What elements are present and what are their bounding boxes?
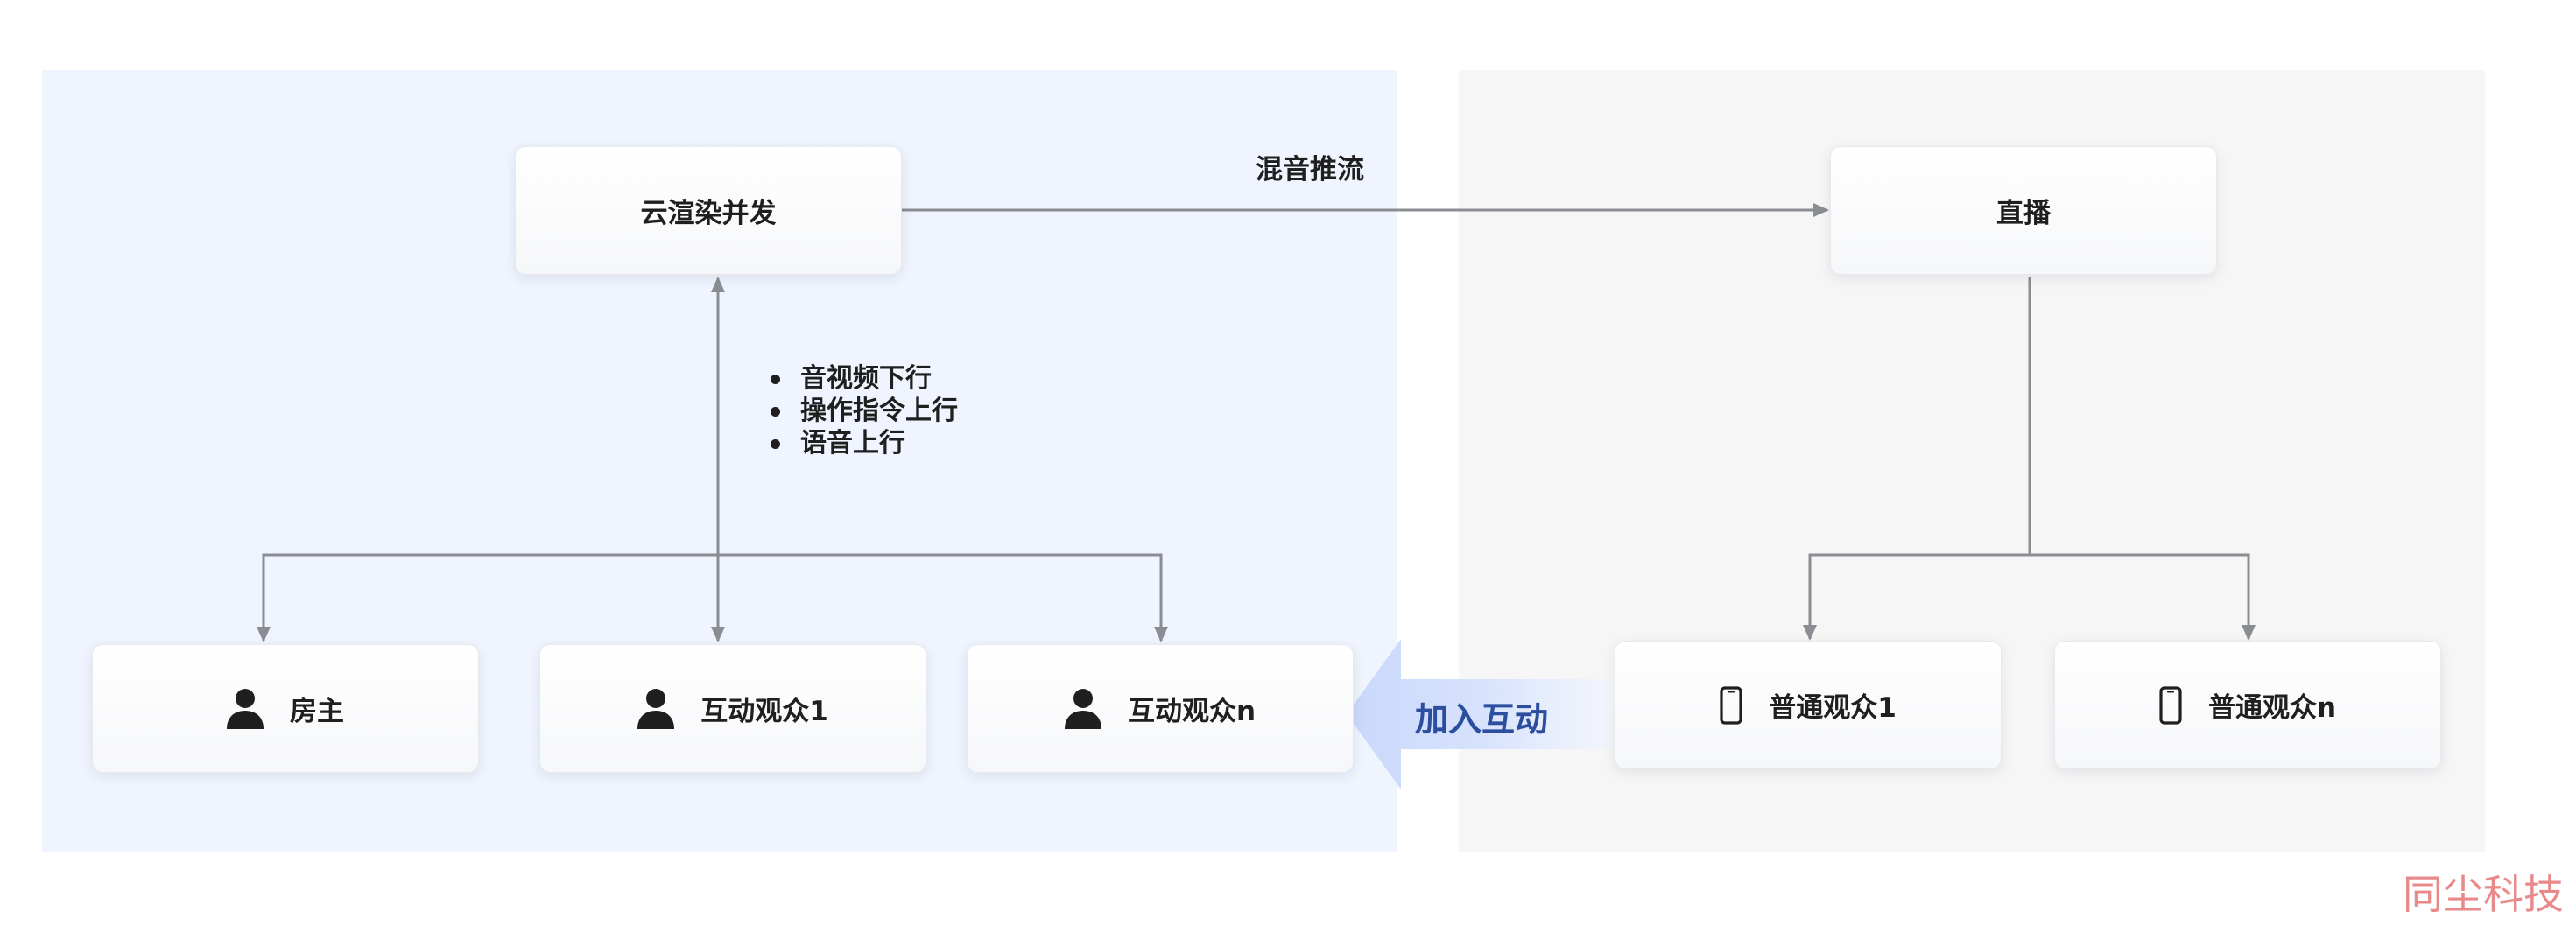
bullet-item: 音视频下行 [767, 362, 958, 395]
user-icon [227, 688, 264, 729]
transport-bullet-list: 音视频下行 操作指令上行 语音上行 [767, 362, 958, 459]
node-label: 互动观众1 [700, 696, 828, 727]
live-node: 直播 [1830, 146, 2217, 275]
bullet-item: 语音上行 [767, 427, 958, 459]
node-label: 直播 [1996, 198, 2051, 229]
right-bus [1808, 553, 2250, 637]
normal-viewer-1-node: 普通观众1 [1615, 641, 2002, 769]
node-label: 普通观众1 [1769, 692, 1897, 724]
left-bus [262, 553, 1163, 641]
user-icon [1064, 688, 1101, 729]
interactive-viewer-1-node: 互动观众1 [539, 644, 926, 773]
mix-push-label: 混音推流 [1256, 154, 1364, 186]
node-label: 房主 [290, 696, 344, 727]
user-icon [637, 688, 675, 729]
watermark: 同尘科技 [2403, 871, 2564, 918]
phone-icon [1720, 685, 1742, 725]
normal-viewer-n-node: 普通观众n [2054, 641, 2441, 769]
node-label: 云渲染并发 [640, 198, 777, 229]
node-label: 互动观众n [1127, 696, 1256, 727]
cloud-render-node: 云渲染并发 [515, 146, 902, 275]
phone-icon [2159, 685, 2182, 725]
interactive-viewer-n-node: 互动观众n [967, 644, 1354, 773]
node-label: 普通观众n [2207, 692, 2337, 724]
join-interaction-arrow [1347, 639, 1609, 789]
join-interaction-label: 加入互动 [1415, 700, 1549, 739]
host-node: 房主 [92, 644, 479, 773]
bullet-item: 操作指令上行 [767, 395, 958, 427]
